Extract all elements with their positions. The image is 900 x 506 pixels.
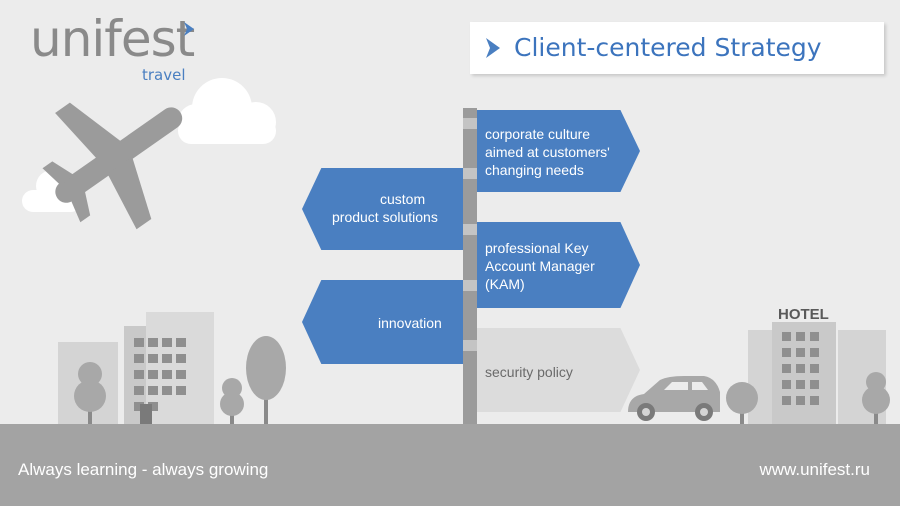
title-banner: Client-centered Strategy [470, 22, 884, 74]
sign-corporate-culture: corporate culture aimed at customers' ch… [477, 110, 640, 192]
ground-footer-bar [0, 424, 900, 506]
sign-text-line: aimed at customers' [485, 144, 610, 160]
logo-chevron-icon [184, 22, 194, 36]
tree-icon [74, 362, 106, 426]
pole-bracket [463, 340, 477, 351]
car-icon [628, 376, 720, 421]
pole-bracket [463, 280, 477, 291]
airplane-icon [42, 102, 183, 230]
sign-text-line: professional Key [485, 240, 589, 256]
pole-bracket [463, 118, 477, 129]
sign-text-line: innovation [378, 315, 442, 331]
sign-text-line: corporate culture [485, 126, 591, 142]
sign-key-account-manager: professional Key Account Manager (KAM) [477, 222, 640, 308]
sign-text-line: custom [380, 191, 426, 207]
pole-bracket [463, 224, 477, 235]
tree-icon [220, 378, 244, 426]
building-windows [134, 338, 186, 424]
sign-innovation: innovation [302, 280, 463, 364]
hotel-windows [782, 332, 819, 405]
page-title: Client-centered Strategy [514, 33, 822, 62]
sign-text-line: Account Manager [485, 258, 595, 274]
tree-icon [726, 382, 758, 426]
cloud-icon [178, 78, 276, 144]
tree-icon [246, 336, 286, 426]
signpost-pole [463, 108, 477, 428]
footer-website: www.unifest.ru [759, 460, 870, 479]
brand-logo-subtitle: travel [142, 66, 186, 84]
brand-logo-text: unifest [30, 10, 195, 68]
sign-security-policy: security policy [477, 328, 640, 412]
hotel-sign: HOTEL [778, 306, 829, 323]
sign-text-line: security policy [485, 364, 573, 380]
sign-custom-product-solutions: custom product solutions [302, 168, 463, 250]
pole-bracket [463, 168, 477, 179]
sign-text-line: changing needs [485, 162, 584, 178]
tree-icon [862, 372, 890, 426]
sign-text-line: (KAM) [485, 276, 525, 292]
chevron-right-icon [486, 38, 500, 58]
footer-slogan: Always learning - always growing [18, 460, 269, 479]
sign-text-line: product solutions [332, 209, 438, 225]
